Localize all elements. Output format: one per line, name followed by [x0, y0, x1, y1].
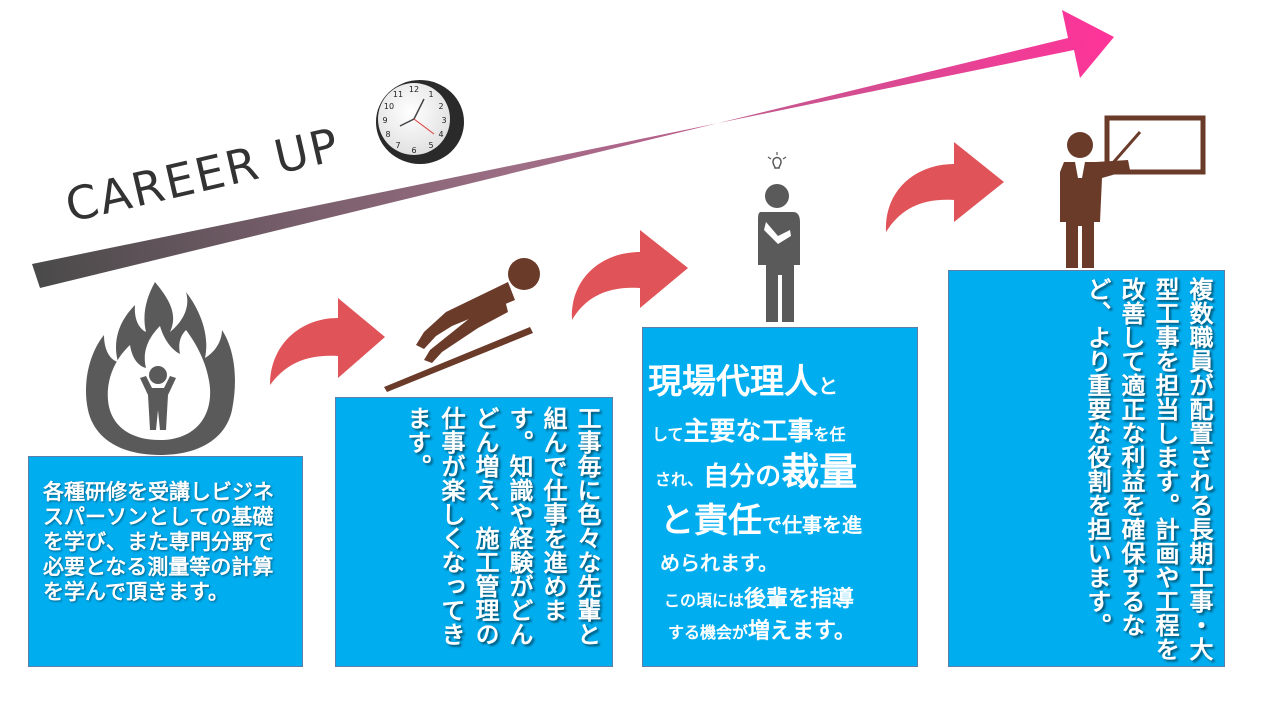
s3-l3-big: 裁量: [781, 449, 857, 494]
s3-l6-small: この頃には: [664, 591, 744, 610]
s3-l2-small2: を任: [814, 425, 846, 444]
teacher-icon: [1060, 115, 1206, 268]
step-arrow-2: [571, 230, 688, 320]
fire-person-icon: [85, 282, 235, 455]
svg-text:して主要な工事を任: して主要な工事を任: [652, 417, 846, 447]
step-2-box: 工事毎に色々な先輩と組んで仕事を進めます。知識や経験がどんどん増え、施工管理の仕…: [335, 397, 613, 667]
s3-l3-small: され、: [655, 470, 703, 489]
career-arrow: [32, 10, 1114, 288]
s3-l5: められます。: [660, 551, 778, 575]
svg-text:5: 5: [428, 141, 433, 150]
ski-jumper-icon: [384, 258, 540, 392]
s3-l4-big: と責任: [660, 501, 762, 541]
svg-text:3: 3: [441, 116, 446, 125]
s3-l3-mid: 自分の: [703, 461, 781, 492]
svg-text:する機会が増えます。: する機会が増えます。: [668, 618, 856, 644]
svg-text:7: 7: [395, 141, 400, 150]
step-3-box: [642, 327, 918, 667]
svg-text:6: 6: [411, 146, 416, 155]
svg-text:8: 8: [385, 130, 390, 139]
step-1-text: 各種研修を受講しビジネスパーソンとしての基礎を学び、また専門分野で必要となる測量…: [43, 479, 274, 604]
svg-text:11: 11: [393, 90, 403, 99]
s3-l7-mid: 増えます。: [748, 618, 856, 644]
s3-l2-mid: 主要な工事: [684, 417, 814, 447]
svg-text:この頃には後輩を指導: この頃には後輩を指導: [664, 586, 854, 612]
svg-text:12: 12: [409, 85, 419, 94]
svg-text:と責任で仕事を進: と責任で仕事を進: [660, 501, 862, 541]
svg-text:2: 2: [438, 102, 443, 111]
clock-icon: 12 12 3 45 6 78 9 10 11: [376, 80, 464, 164]
thinking-person-icon: [758, 152, 800, 322]
svg-text:され、自分の裁量: され、自分の裁量: [655, 449, 857, 494]
step-2-text: 工事毎に色々な先輩と組んで仕事を進めます。知識や経験がどんどん増え、施工管理の仕…: [403, 406, 602, 646]
step-arrow-3: [885, 142, 1004, 232]
svg-text:10: 10: [384, 102, 394, 111]
s3-l1-small: と: [818, 374, 838, 398]
svg-text:4: 4: [438, 130, 443, 139]
s3-l4-mid: で仕事を進: [762, 513, 862, 537]
lightbulb-icon: [767, 152, 787, 169]
s3-l7-small: する機会が: [668, 623, 748, 642]
step-4-text: 複数職員が配置される長期工事・大型工事を担当します。計画や工程を改善して適正な利…: [1083, 277, 1214, 661]
svg-text:9: 9: [382, 116, 387, 125]
step-3-text: 現場代理人と して主要な工事を任 され、自分の裁量 と責任で仕事を進 められます…: [648, 362, 862, 644]
step-4-box: 複数職員が配置される長期工事・大型工事を担当します。計画や工程を改善して適正な利…: [948, 270, 1225, 667]
svg-text:現場代理人と: 現場代理人と: [648, 362, 838, 402]
s3-l1-big: 現場代理人: [648, 362, 818, 402]
s3-l2-small: して: [652, 425, 684, 444]
step-1-box: 各種研修を受講しビジネスパーソンとしての基礎を学び、また専門分野で必要となる測量…: [28, 456, 303, 667]
s3-l6-mid: 後輩を指導: [744, 586, 854, 612]
svg-text:1: 1: [428, 90, 433, 99]
step-arrow-1: [270, 298, 385, 385]
